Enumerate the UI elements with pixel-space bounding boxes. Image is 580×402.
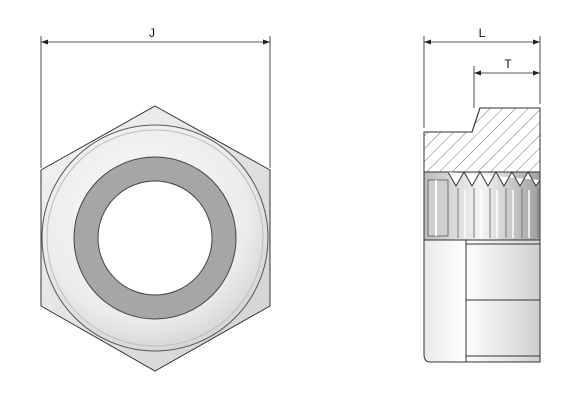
thread-teeth [447, 170, 541, 188]
insert-counterbore [427, 179, 449, 237]
dimension-label-j: J [149, 26, 155, 40]
dimension-label-t: T [504, 57, 512, 71]
bearing-face-inner-circle [46, 129, 264, 347]
dimension-label-l: L [479, 26, 486, 40]
dimension-l: L [423, 26, 541, 128]
side-body-lower [423, 239, 541, 363]
dimension-j: J [40, 26, 271, 168]
dimension-t: T [473, 57, 540, 108]
front-view [40, 105, 271, 372]
side-view [423, 107, 541, 363]
bore-hole [97, 180, 213, 296]
